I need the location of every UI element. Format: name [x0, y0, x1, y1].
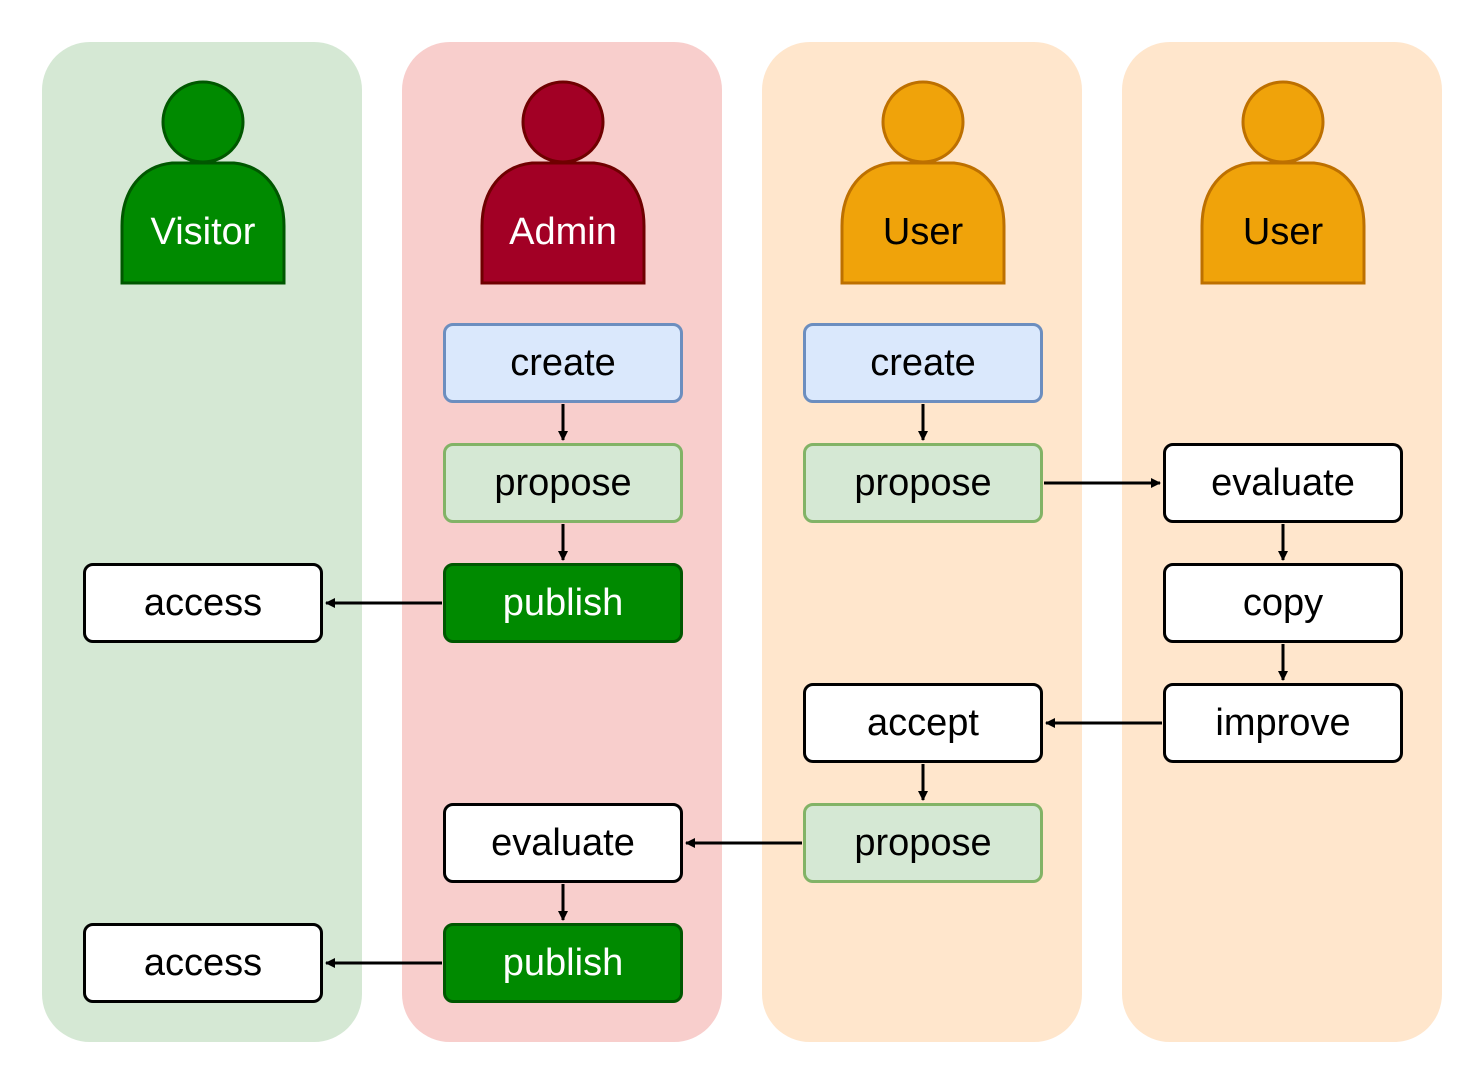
step-improve[interactable]: improve	[1163, 683, 1403, 763]
step-copy[interactable]: copy	[1163, 563, 1403, 643]
step-evaluate-admin[interactable]: evaluate	[443, 803, 683, 883]
step-access-1[interactable]: access	[83, 563, 323, 643]
step-publish-2[interactable]: publish	[443, 923, 683, 1003]
person-icon	[120, 80, 286, 285]
step-evaluate-user[interactable]: evaluate	[1163, 443, 1403, 523]
step-access-2[interactable]: access	[83, 923, 323, 1003]
actor-user-2: User	[1200, 80, 1366, 286]
step-propose-admin[interactable]: propose	[443, 443, 683, 523]
step-create-user[interactable]: create	[803, 323, 1043, 403]
actor-label-visitor: Visitor	[150, 211, 256, 253]
person-icon	[480, 80, 646, 285]
actor-label-admin: Admin	[509, 211, 617, 253]
actor-admin: Admin	[480, 80, 646, 286]
actor-label-user-2: User	[1242, 211, 1324, 253]
person-icon	[1200, 80, 1366, 285]
step-create-admin[interactable]: create	[443, 323, 683, 403]
actor-label-user-1: User	[882, 211, 964, 253]
actor-user-1: User	[840, 80, 1006, 286]
step-propose-user-1[interactable]: propose	[803, 443, 1043, 523]
step-publish-1[interactable]: publish	[443, 563, 683, 643]
person-icon	[840, 80, 1006, 285]
step-propose-user-2[interactable]: propose	[803, 803, 1043, 883]
step-accept[interactable]: accept	[803, 683, 1043, 763]
actor-visitor: Visitor	[120, 80, 286, 286]
